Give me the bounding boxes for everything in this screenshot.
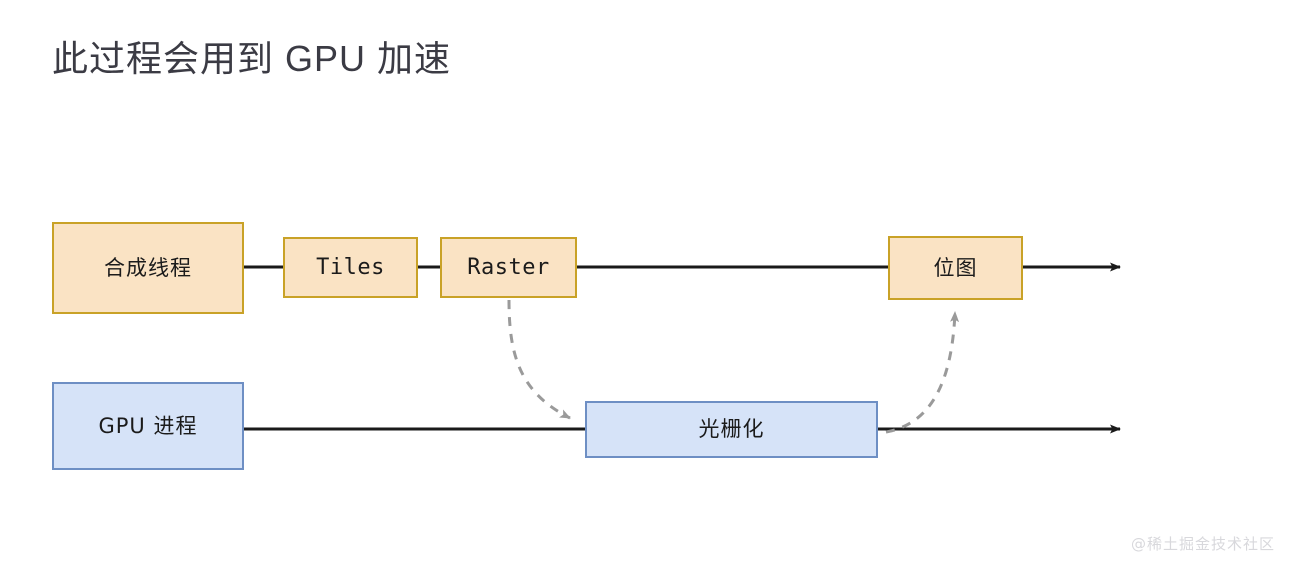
node-gpu-process-label: GPU 进程 bbox=[98, 413, 198, 438]
node-tiles-label: Tiles bbox=[316, 254, 385, 280]
node-bitmap[interactable]: 位图 bbox=[888, 236, 1023, 300]
node-rasterization-label: 光栅化 bbox=[698, 417, 765, 441]
node-tiles[interactable]: Tiles bbox=[283, 237, 418, 298]
node-raster-label: Raster bbox=[467, 254, 550, 280]
node-composite-thread[interactable]: 合成线程 bbox=[52, 222, 244, 314]
node-rasterization[interactable]: 光栅化 bbox=[585, 401, 878, 458]
node-composite-thread-label: 合成线程 bbox=[104, 255, 192, 280]
node-bitmap-label: 位图 bbox=[933, 255, 978, 280]
page-title: 此过程会用到 GPU 加速 bbox=[52, 38, 452, 79]
edge-raster-to-rasterization bbox=[507, 299, 571, 420]
node-gpu-process[interactable]: GPU 进程 bbox=[52, 382, 244, 470]
edge-rasterization-to-bitmap bbox=[885, 311, 960, 434]
node-raster[interactable]: Raster bbox=[440, 237, 577, 298]
watermark: @稀土掘金技术社区 bbox=[1130, 535, 1275, 553]
